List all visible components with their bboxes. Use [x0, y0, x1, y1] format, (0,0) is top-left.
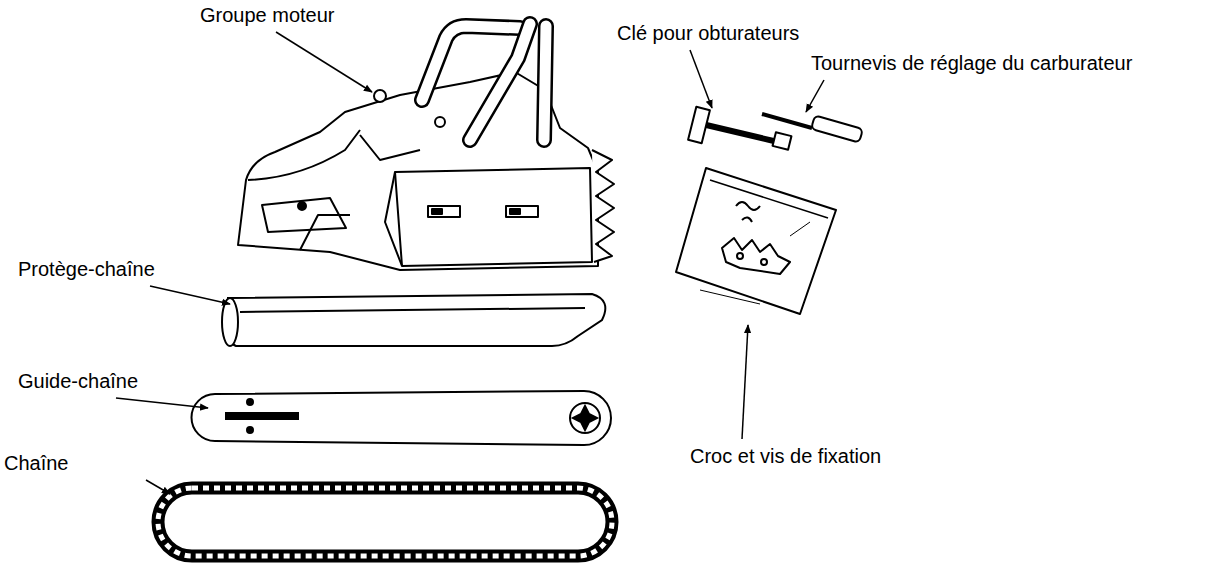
- power-unit-drawing: [238, 24, 614, 270]
- guide-bar: [192, 391, 612, 445]
- guard-ridge: [240, 308, 585, 312]
- guide-bar-drawing: [192, 391, 612, 445]
- part-label: Croc et vis de fixation: [690, 445, 881, 468]
- part-label: Chaîne: [4, 452, 69, 475]
- cover-slot-detail: [510, 209, 520, 214]
- part-label: Tournevis de réglage du carburateur: [811, 52, 1132, 75]
- cover-slot: [506, 206, 538, 217]
- housing-line: [300, 215, 350, 250]
- hook-hole: [737, 253, 743, 259]
- trigger: [298, 202, 306, 210]
- chain-guard: [228, 294, 606, 346]
- bumper-spikes: [592, 150, 614, 262]
- bag-drawing: [676, 168, 836, 314]
- leader-line: [116, 398, 208, 408]
- bag-seal: [710, 180, 828, 218]
- front-handle-inner: [470, 24, 546, 140]
- hook: [722, 238, 790, 274]
- plastic-bag: [676, 168, 836, 314]
- clutch-cover: [395, 168, 592, 266]
- hook-hole: [761, 259, 767, 265]
- screwdriver-handle: [811, 115, 863, 142]
- leader-line: [276, 32, 372, 92]
- housing-line: [248, 130, 360, 180]
- guard-lip: [222, 298, 238, 346]
- leader-line: [690, 50, 712, 108]
- part-label: Guide-chaîne: [18, 370, 138, 393]
- screws: [736, 202, 760, 222]
- wrench-socket: [773, 132, 792, 149]
- cover-slot-detail: [432, 209, 442, 214]
- screwdriver-blade: [762, 114, 812, 128]
- cover-slot: [428, 206, 460, 217]
- nose-sprocket: [570, 403, 600, 433]
- leader-line: [806, 80, 824, 112]
- bar-hole: [247, 399, 253, 405]
- bar-hole: [247, 427, 253, 433]
- leader-lines: [116, 32, 824, 494]
- bolt: [435, 117, 445, 127]
- chain-links: [158, 488, 612, 556]
- wrench-shaft: [702, 124, 778, 142]
- part-label: Protège-chaîne: [18, 258, 155, 281]
- bag-sheen: [700, 222, 810, 304]
- front-handle: [470, 24, 546, 140]
- bolt: [374, 90, 386, 102]
- wrench-crossbar: [688, 107, 710, 143]
- leader-line: [146, 480, 170, 494]
- leader-line: [150, 286, 230, 304]
- chain-drawing: [158, 488, 612, 556]
- part-label: Clé pour obturateurs: [617, 22, 799, 45]
- bar-slot: [226, 413, 298, 419]
- leader-line: [742, 325, 748, 439]
- tools-drawing: [688, 107, 863, 150]
- chain-loop: [158, 488, 612, 556]
- chain-guard-drawing: [222, 294, 605, 346]
- part-label: Groupe moteur: [200, 4, 335, 27]
- sprocket-star: [573, 406, 597, 430]
- cover-edge: [385, 172, 402, 266]
- housing-line: [360, 135, 420, 160]
